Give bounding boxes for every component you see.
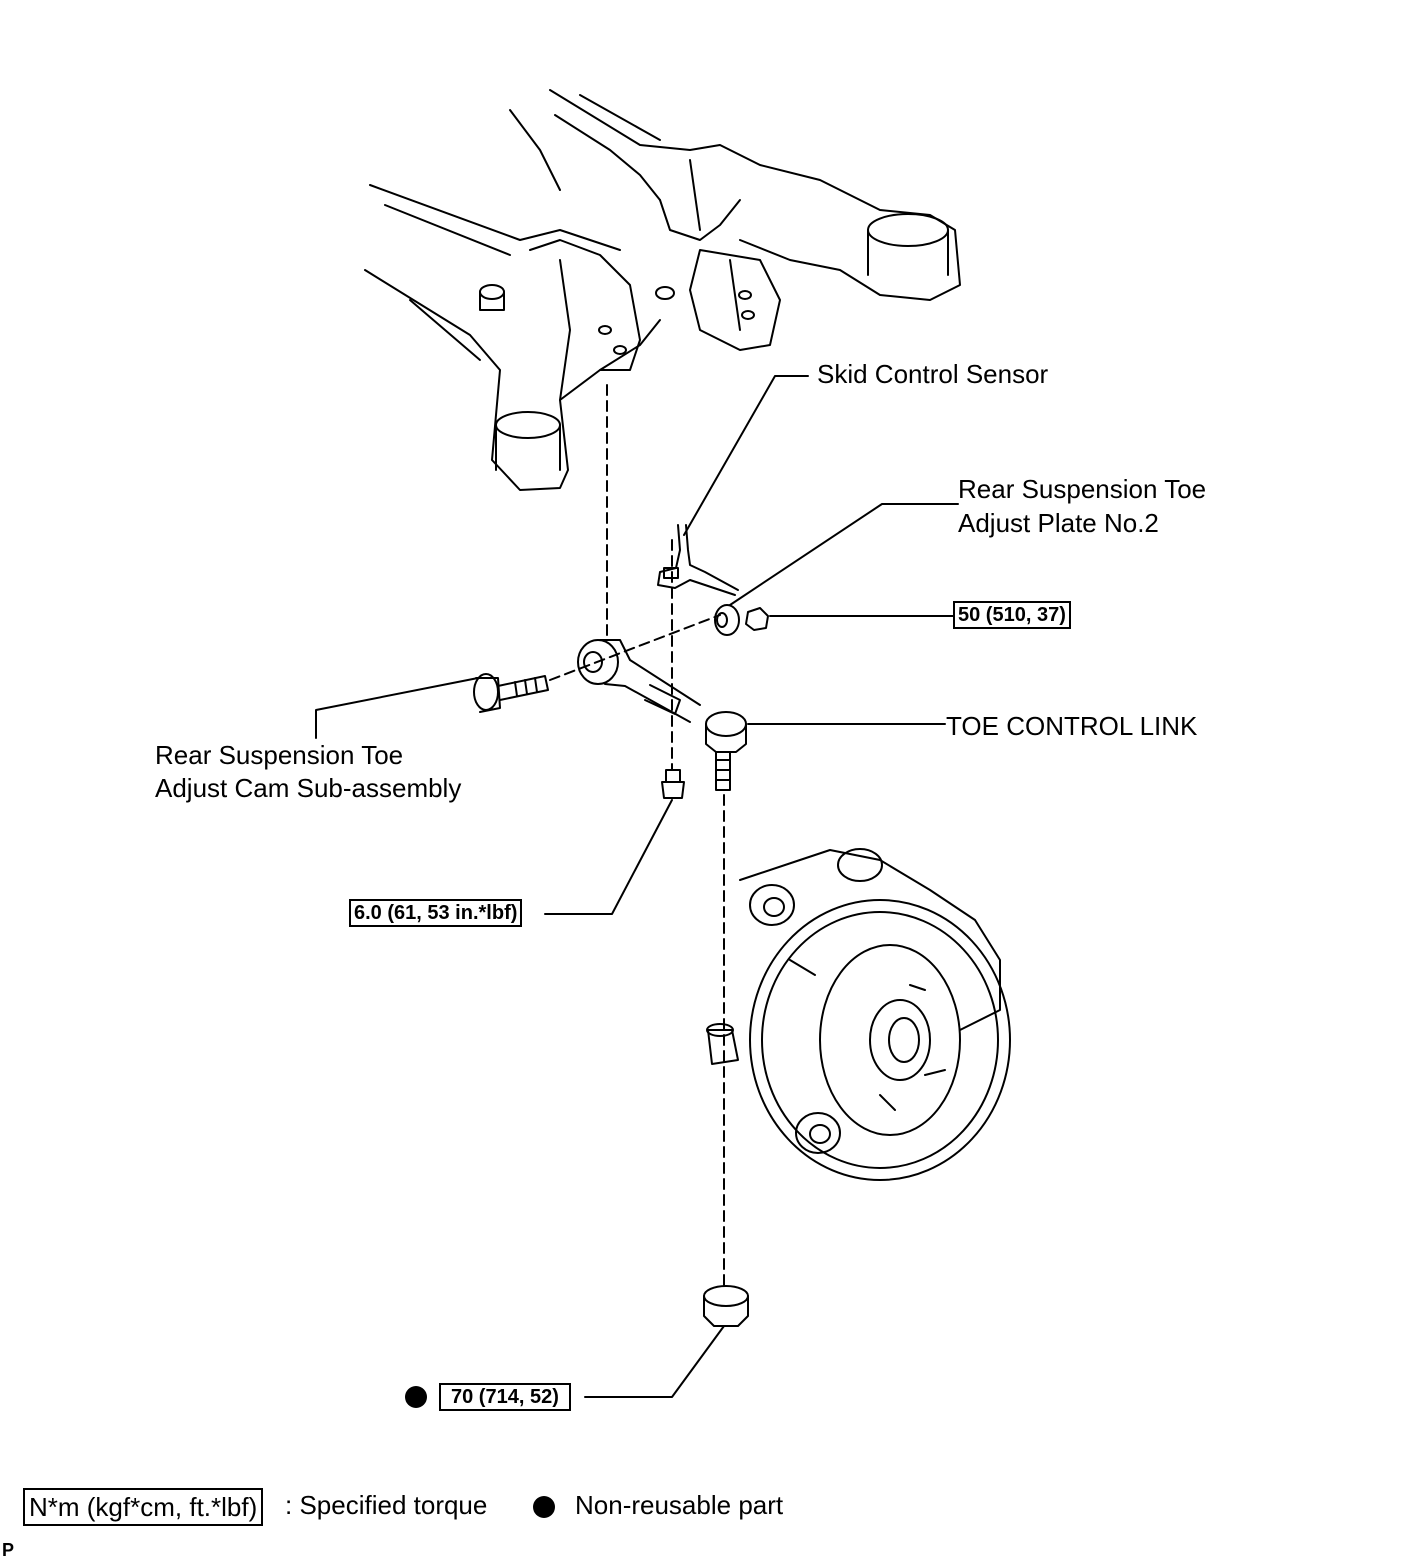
toe-adjust-cam-label-line2: Adjust Cam Sub-assembly	[155, 773, 462, 803]
legend-nonreusable-text: Non-reusable part	[575, 1490, 784, 1520]
legend-nonreusable-dot	[533, 1496, 555, 1518]
torque-nut-upper: 50 (510, 37)	[953, 601, 1071, 629]
legend-torque-box: N*m (kgf*cm, ft.*lbf)	[23, 1488, 264, 1526]
lower-nut-drawing	[703, 1285, 749, 1327]
toe-adjust-cam-label-line1: Rear Suspension Toe	[155, 740, 404, 770]
toe-control-link-label: TOE CONTROL LINK	[946, 711, 1198, 741]
toe-adjust-plate-drawing	[714, 604, 769, 636]
torque-nut-lower: 70 (714, 52)	[439, 1383, 571, 1411]
toe-adjust-cam-drawing	[473, 673, 549, 713]
non-reusable-marker	[405, 1386, 427, 1408]
sensor-bolt-drawing	[661, 769, 685, 799]
toe-control-link-drawing	[577, 639, 747, 791]
toe-adjust-plate-label-line2: Adjust Plate No.2	[958, 508, 1159, 538]
legend-torque-text: : Specified torque	[285, 1490, 488, 1520]
toe-adjust-plate-label-line1: Rear Suspension Toe	[958, 474, 1207, 504]
skid-control-sensor-drawing	[657, 524, 739, 596]
torque-sensor-bolt: 6.0 (61, 53 in.*lbf)	[349, 899, 523, 927]
assembly-dashed-lines	[549, 384, 725, 1291]
leader-lines	[315, 375, 959, 1398]
skid-control-sensor-label: Skid Control Sensor	[817, 359, 1049, 389]
suspension-member-drawing	[364, 89, 961, 491]
rear-axle-carrier-drawing	[706, 848, 1011, 1181]
corner-mark: P	[2, 1540, 15, 1560]
